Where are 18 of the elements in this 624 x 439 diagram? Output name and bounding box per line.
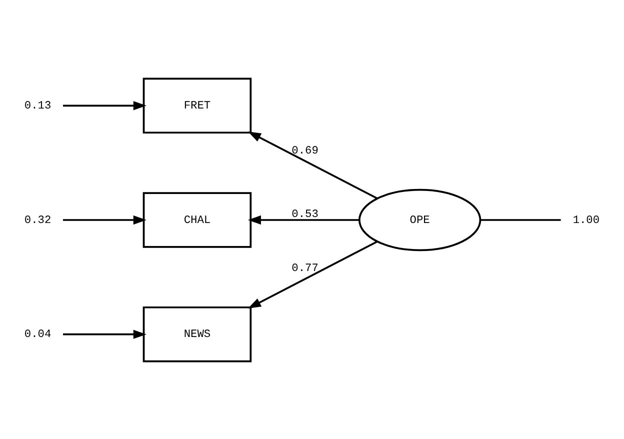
arrow [248, 130, 378, 199]
node-text: 0.13 [24, 100, 52, 112]
node-text: 1.00 [572, 214, 600, 226]
connector [480, 218, 561, 220]
edge-label: 0.53 [292, 208, 318, 220]
node-box: FRET [142, 77, 252, 134]
node-ellipse: OPE [358, 188, 482, 251]
arrow [63, 214, 146, 224]
arrow [248, 214, 360, 224]
edge-label: 0.77 [292, 262, 318, 274]
node-box: NEWS [142, 306, 252, 362]
edge-label: 0.69 [292, 145, 318, 158]
arrow [63, 329, 146, 338]
node-text: 0.04 [24, 328, 52, 341]
arrow [248, 240, 378, 308]
node-box: CHAL [142, 192, 252, 248]
node-text: 0.32 [24, 214, 52, 226]
arrow [63, 100, 146, 110]
